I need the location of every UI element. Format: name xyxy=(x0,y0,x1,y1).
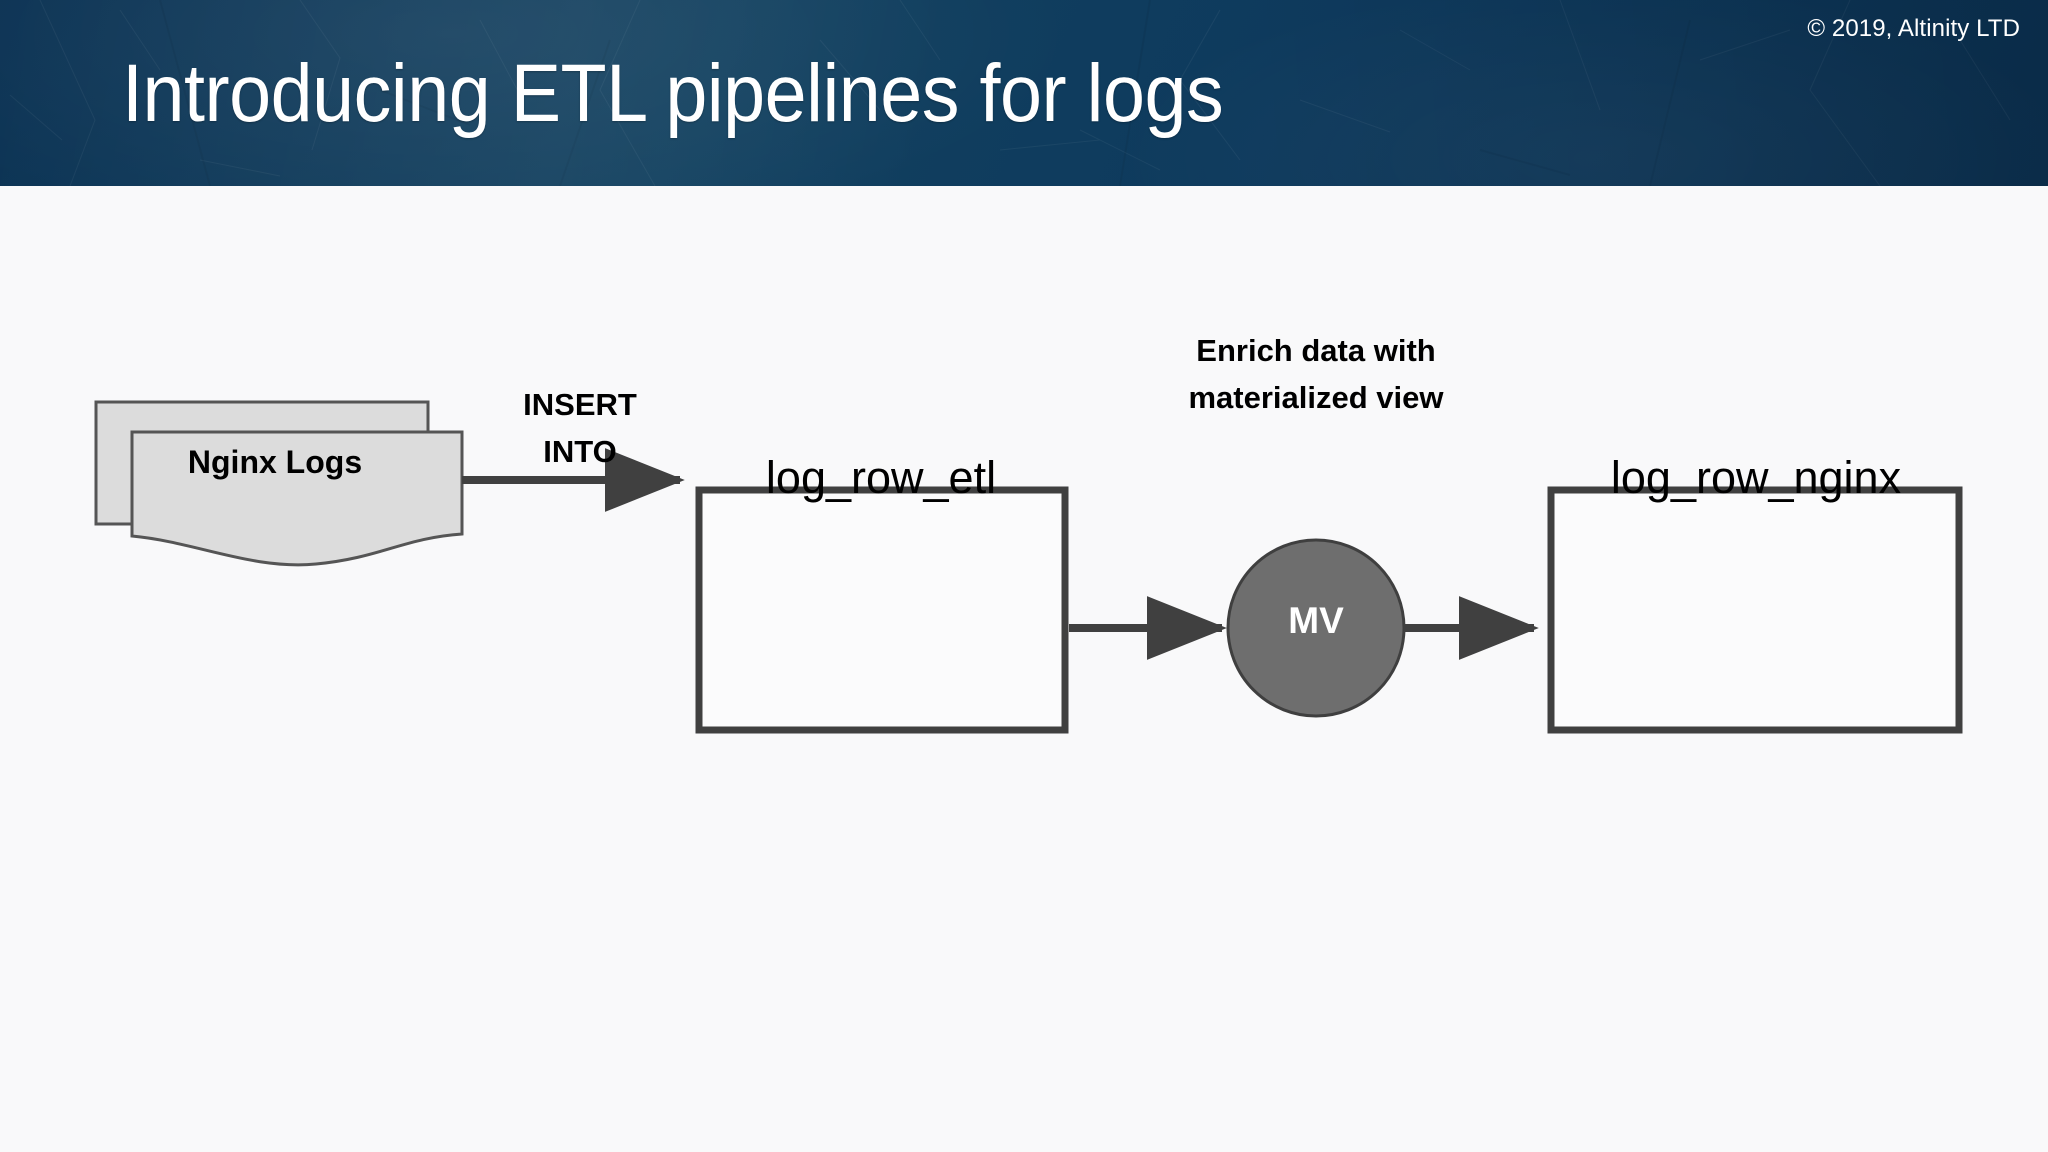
slide-header-banner: Introducing ETL pipelines for logs © 201… xyxy=(0,0,2048,186)
log-row-etl-box[interactable] xyxy=(695,486,1069,734)
copyright-notice: © 2019, Altinity LTD xyxy=(1807,15,2020,42)
nginx-logs-document-front[interactable] xyxy=(130,430,464,567)
page-title: Introducing ETL pipelines for logs xyxy=(122,48,1224,139)
log-row-nginx-box[interactable] xyxy=(1547,486,1963,734)
materialized-view-circle[interactable] xyxy=(1226,538,1406,718)
diagram-shapes xyxy=(94,400,1963,734)
